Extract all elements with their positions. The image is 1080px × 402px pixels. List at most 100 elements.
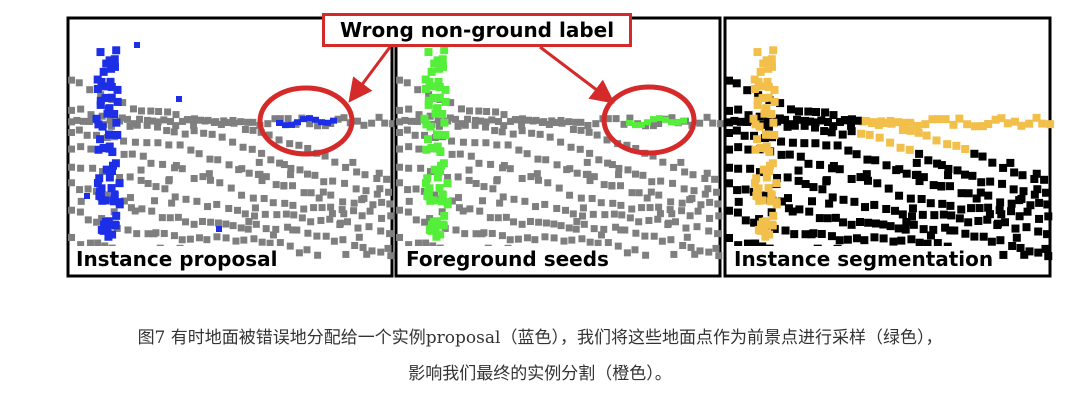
background-point bbox=[1030, 174, 1039, 183]
background-point bbox=[801, 180, 810, 189]
background-point bbox=[725, 145, 733, 154]
panel-label-instance-proposal: Instance proposal bbox=[72, 246, 282, 272]
object-point bbox=[438, 55, 447, 64]
ground-point bbox=[295, 249, 303, 257]
background-point bbox=[1026, 201, 1035, 210]
ground-point bbox=[621, 226, 629, 234]
object-point bbox=[425, 77, 434, 86]
ground-point bbox=[628, 205, 636, 213]
background-point bbox=[974, 216, 983, 225]
ground-point bbox=[84, 185, 92, 193]
ground-point bbox=[438, 208, 446, 216]
ground-point bbox=[589, 210, 597, 218]
object-point bbox=[115, 198, 124, 207]
ground-point bbox=[579, 212, 587, 220]
ground-point bbox=[68, 76, 75, 84]
ground-point bbox=[204, 116, 212, 124]
ground-point bbox=[307, 218, 315, 226]
ground-point bbox=[533, 170, 541, 178]
ground-point bbox=[124, 226, 132, 234]
ground-point bbox=[617, 226, 625, 234]
ground-point bbox=[670, 250, 678, 258]
object-point bbox=[110, 190, 119, 199]
ground-point bbox=[368, 247, 376, 255]
instance-point bbox=[752, 174, 761, 183]
ground-point bbox=[186, 235, 194, 243]
ground-point bbox=[256, 170, 264, 178]
ground-point bbox=[258, 238, 266, 246]
annotations bbox=[257, 45, 697, 157]
object-point bbox=[97, 77, 106, 86]
background-point bbox=[996, 198, 1005, 207]
background-point bbox=[1018, 171, 1027, 180]
object-point bbox=[441, 97, 450, 106]
instance-point bbox=[754, 77, 763, 86]
ground-point bbox=[306, 120, 314, 128]
ground-point bbox=[373, 190, 381, 198]
background-point bbox=[996, 236, 1005, 245]
background-point bbox=[794, 107, 803, 116]
ground-point bbox=[199, 217, 207, 225]
background-point bbox=[783, 122, 792, 131]
ground-point bbox=[213, 200, 221, 208]
ground-point bbox=[229, 116, 237, 124]
background-point bbox=[732, 79, 741, 88]
ground-point bbox=[313, 232, 321, 240]
ground-point bbox=[452, 226, 460, 234]
object-point bbox=[107, 184, 116, 193]
ground-point bbox=[592, 120, 600, 128]
ground-point bbox=[518, 220, 526, 228]
ground-point bbox=[351, 241, 359, 249]
background-point bbox=[862, 170, 871, 179]
ground-point bbox=[396, 145, 403, 153]
object-point bbox=[423, 174, 432, 183]
ground-point bbox=[550, 234, 558, 242]
wrong-label-point bbox=[674, 119, 681, 126]
ground-point bbox=[504, 141, 512, 149]
background-point bbox=[742, 117, 751, 126]
instance-point bbox=[894, 118, 903, 127]
ground-point bbox=[68, 145, 75, 153]
ground-point bbox=[68, 106, 75, 114]
ground-point bbox=[480, 183, 488, 191]
ground-point bbox=[314, 122, 322, 130]
ground-point bbox=[203, 236, 211, 244]
ground-point bbox=[476, 207, 484, 215]
background-point bbox=[884, 184, 893, 193]
arrow-right bbox=[539, 45, 615, 104]
ground-point bbox=[174, 213, 182, 221]
ground-point bbox=[654, 215, 662, 223]
object-point bbox=[440, 211, 449, 220]
ground-point bbox=[329, 177, 337, 185]
ground-point bbox=[383, 175, 391, 183]
ground-point bbox=[265, 131, 273, 139]
ground-point bbox=[216, 179, 224, 187]
ground-point bbox=[373, 174, 381, 182]
background-point bbox=[734, 143, 743, 152]
instance-point bbox=[758, 217, 767, 226]
background-point bbox=[852, 150, 861, 159]
background-point bbox=[804, 159, 813, 168]
ground-point bbox=[98, 168, 106, 176]
background-point bbox=[733, 208, 742, 217]
background-point bbox=[835, 165, 844, 174]
background-point bbox=[785, 150, 794, 159]
ground-point bbox=[498, 232, 506, 240]
ground-point bbox=[478, 230, 486, 238]
ground-point bbox=[269, 199, 277, 207]
instance-point bbox=[949, 120, 958, 129]
instance-point bbox=[867, 118, 876, 127]
ground-point bbox=[518, 127, 526, 135]
ground-point bbox=[512, 116, 520, 124]
instance-point bbox=[875, 133, 884, 142]
ground-point bbox=[612, 115, 620, 123]
background-point bbox=[847, 220, 856, 229]
figure-canvas bbox=[66, 16, 1055, 278]
ground-point bbox=[712, 244, 720, 252]
background-point bbox=[725, 118, 733, 127]
ground-point bbox=[147, 107, 155, 115]
ground-point bbox=[290, 211, 298, 219]
instance-point bbox=[769, 211, 778, 220]
ground-point bbox=[459, 138, 467, 146]
instance-point bbox=[1017, 121, 1026, 130]
